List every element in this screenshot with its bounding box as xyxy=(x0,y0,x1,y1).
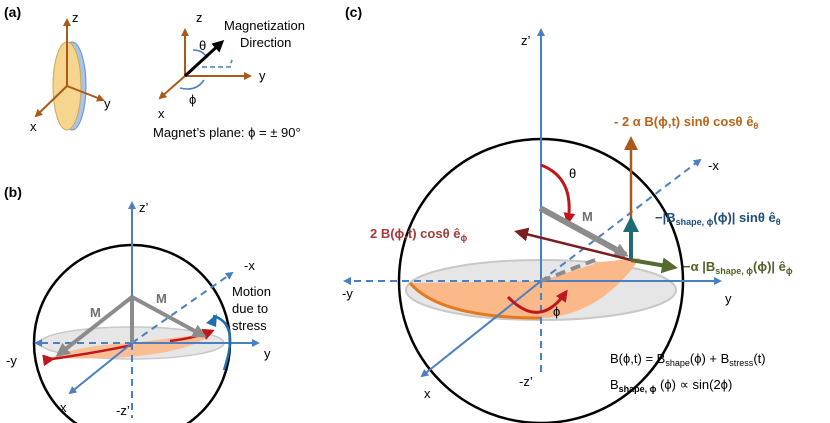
axis-x-c xyxy=(420,280,542,378)
a-phi-label: ϕ xyxy=(189,92,196,107)
a-y2-label: y xyxy=(259,68,266,83)
m-vector-right xyxy=(131,295,207,338)
projection-lines xyxy=(202,59,233,68)
c-phi-label: ϕ xyxy=(553,304,560,319)
b-m1-label: M xyxy=(90,305,101,320)
axis-y-a xyxy=(66,85,105,102)
c-theta-label: θ xyxy=(569,166,576,181)
magnet-plane-text: Magnet’s plane: ϕ = ± 90° xyxy=(153,125,301,140)
shape-phi-arrow xyxy=(630,257,678,274)
axis-x-a xyxy=(34,85,68,118)
axis-mx-b xyxy=(131,271,234,344)
a-z-label: z xyxy=(72,10,79,25)
stress-arrowhead xyxy=(206,314,217,327)
b-x-label: x xyxy=(60,400,67,415)
b-mzp-label: -z’ xyxy=(116,403,130,418)
c-mx-label: -x xyxy=(708,158,719,173)
axis-x2 xyxy=(158,75,186,100)
magnetization-label-1: Magnetization xyxy=(224,18,305,33)
a-theta-label: θ xyxy=(199,38,206,53)
motion-text-3: stress xyxy=(232,318,267,333)
equation-shape: Bshape, ϕ (ϕ) ∝ sin(2ϕ) xyxy=(610,377,732,394)
c-zp-label: z’ xyxy=(521,33,531,48)
axis-x-b xyxy=(68,342,133,395)
phi-arc-c xyxy=(506,289,568,314)
panel-b: (b) z’ -z’ y -y x -x M M Motion due to s… xyxy=(4,184,271,423)
c-y-label: y xyxy=(725,291,732,306)
axis-mx-c xyxy=(540,158,702,282)
c-my-label: -y xyxy=(342,286,353,301)
b-my-label: -y xyxy=(6,353,17,368)
c-x-label: x xyxy=(424,386,431,401)
swept-edge-c xyxy=(408,282,542,320)
motion-text-1: Motion xyxy=(232,284,271,299)
magnetization-arrow xyxy=(183,39,225,78)
a-z2-label: z xyxy=(196,10,203,25)
motion-arc-left xyxy=(42,343,133,367)
term-shape-label: −|Bshape, ϕ(ϕ)| sinθ êθ xyxy=(655,210,781,227)
panel-a-label: (a) xyxy=(4,4,21,20)
b-m2-label: M xyxy=(156,291,167,306)
panel-b-label: (b) xyxy=(4,184,22,200)
phi-component-arrow xyxy=(514,227,632,262)
m-vector-c xyxy=(538,205,629,258)
term-phi-label: 2 B(ϕ,t) cosθ êϕ xyxy=(370,226,467,243)
panel-a: (a) z y x z y x θ ϕ Magnetization Direct… xyxy=(4,4,305,140)
panel-c-label: (c) xyxy=(345,4,362,20)
motion-text-2: due to xyxy=(232,301,268,316)
term-theta-label: - 2 α B(ϕ,t) sinθ cosθ êθ xyxy=(614,114,758,131)
c-mzp-label: -z’ xyxy=(519,374,533,389)
term-alpha-label: −α |Bshape, ϕ(ϕ)| êϕ xyxy=(683,259,793,276)
swept-region-c xyxy=(410,258,640,318)
panel-c: (c) z’ -z’ y -y x -x M θ ϕ xyxy=(342,4,793,423)
phi-arc-a xyxy=(179,79,205,90)
b-y-label: y xyxy=(264,346,271,361)
a-x2-label: x xyxy=(158,106,165,121)
m-projection xyxy=(540,256,601,283)
b-zp-label: z’ xyxy=(139,200,149,215)
equation-field: B(ϕ,t) = Bshape(ϕ) + Bstress(t) xyxy=(610,351,766,368)
theta-arc-c xyxy=(540,163,576,225)
a-y-label: y xyxy=(104,96,111,111)
b-mx-label: -x xyxy=(244,258,255,273)
a-x-label: x xyxy=(30,119,37,134)
m-vector-left xyxy=(55,295,134,357)
c-m-label: M xyxy=(582,209,593,224)
magnetization-label-2: Direction xyxy=(240,35,291,50)
stress-arc xyxy=(212,314,232,371)
